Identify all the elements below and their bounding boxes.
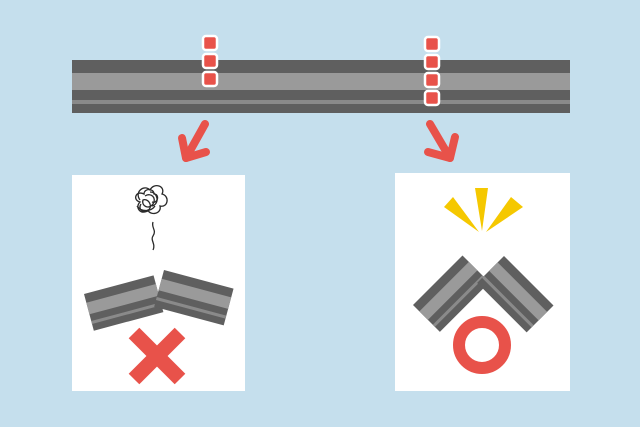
- scribble-icon: [135, 184, 168, 251]
- cracked-bent-bar: [84, 266, 234, 331]
- marker-group-left: [201, 34, 219, 88]
- metal-bar: [72, 60, 570, 113]
- panel-good-result: [395, 173, 570, 391]
- spark-icon: [444, 188, 523, 232]
- marker-group-right: [423, 35, 441, 107]
- cross-icon: [128, 327, 186, 385]
- arrow-down-left-icon: [178, 120, 210, 162]
- panel-bad-result: [72, 175, 245, 391]
- circle-icon: [453, 316, 511, 374]
- arrow-down-right-icon: [424, 120, 459, 162]
